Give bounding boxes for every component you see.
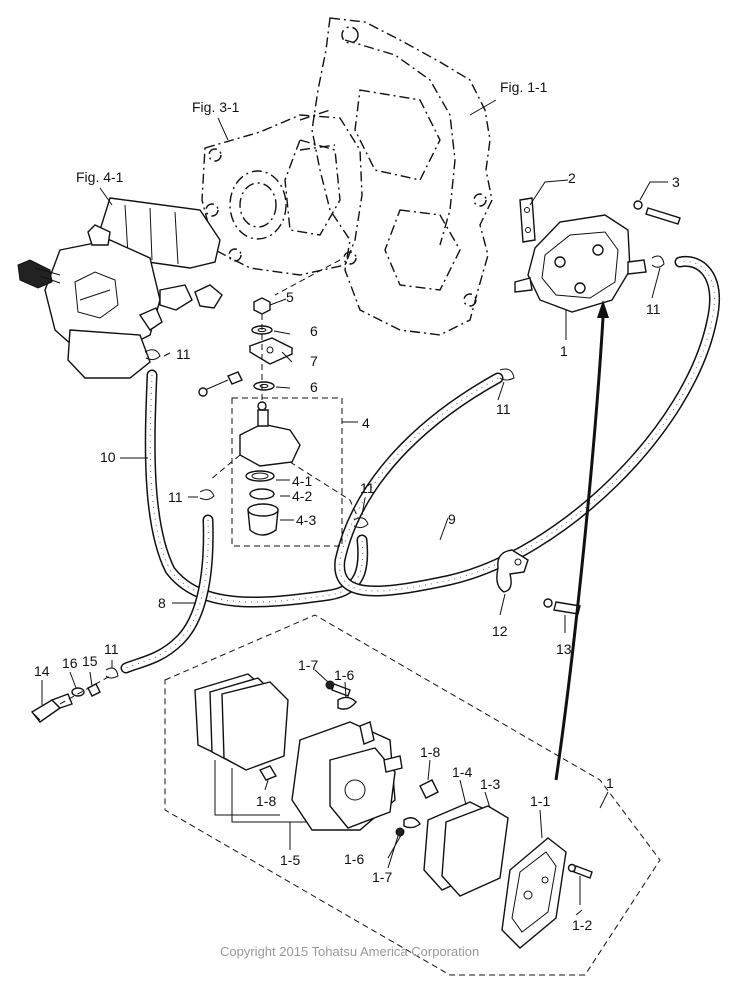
washer-6-lower	[253, 381, 275, 391]
nut-5	[253, 297, 271, 315]
callout-11-carb: 11	[176, 346, 191, 362]
callout-8: 8	[158, 595, 166, 611]
hose-clip-filter-in	[199, 489, 215, 501]
callout-4-1: 4-1	[292, 473, 312, 489]
callout-6-lower: 6	[310, 379, 318, 395]
callout-10: 10	[100, 449, 116, 465]
engine-block-ghost	[299, 17, 493, 336]
filter-inlet-dash	[209, 454, 241, 481]
callout-11-filter-out: 11	[360, 480, 375, 496]
fig-4-1-ref: Fig. 4-1	[76, 169, 124, 185]
callout-2: 2	[568, 170, 576, 186]
callout-4-3: 4-3	[296, 512, 316, 528]
pump-diaphragm-1-3	[441, 805, 509, 897]
hose-clip-carb	[144, 349, 161, 361]
fuel-connector-14	[30, 693, 73, 723]
callout-1-3: 1-3	[480, 776, 500, 792]
pump-bolt-3	[633, 200, 681, 225]
fig-1-1-ref: Fig. 1-1	[500, 79, 548, 95]
intake-manifold-ghost	[201, 114, 363, 276]
copyright-text: Copyright 2015 Tohatsu America Corporati…	[220, 944, 479, 959]
pump-pointer-line	[554, 317, 605, 781]
pump-screw-1-2	[567, 863, 593, 879]
hose-clamp-12	[496, 549, 529, 593]
hose-8	[120, 514, 214, 674]
callout-4-2: 4-2	[292, 488, 312, 504]
fig-3-1-leader	[217, 117, 229, 141]
filter-group-box	[231, 397, 343, 547]
callout-13: 13	[556, 641, 572, 657]
pump-exploded-box	[164, 614, 661, 976]
callout-1-5: 1-5	[280, 852, 300, 868]
callout-3: 3	[672, 174, 680, 190]
callout-7: 7	[310, 353, 318, 369]
filter-bracket-7	[198, 337, 294, 397]
callout-1-4: 1-4	[452, 764, 472, 780]
pump-valve-1-6-top	[337, 696, 357, 710]
callout-12: 12	[492, 623, 508, 639]
stack-group-line	[214, 760, 330, 823]
callout-1-7-top: 1-7	[298, 657, 318, 673]
callout-1-6-top: 1-6	[334, 667, 354, 683]
pump-bolt-1-7-top	[325, 680, 351, 697]
callout-1-exploded: 1	[606, 775, 614, 791]
callout-1-2: 1-2	[572, 917, 592, 933]
hose-clip-pump	[651, 255, 665, 268]
callout-11-filter-in: 11	[168, 489, 183, 505]
clamp-bolt-13	[543, 598, 581, 615]
pump-diaphragm-stack	[194, 673, 289, 771]
fig-3-1-ref: Fig. 3-1	[192, 99, 240, 115]
nut-1-8-right	[419, 779, 439, 799]
hose-clip-pump-in	[499, 368, 515, 381]
callout-14: 14	[34, 663, 50, 679]
pump-gasket-2	[519, 197, 536, 243]
callout-1-8-right: 1-8	[420, 744, 440, 760]
callout-11-connector: 11	[104, 641, 119, 657]
callout-6-upper: 6	[310, 323, 318, 339]
fuel-filter-assembly	[239, 401, 301, 536]
carburetor-assembly	[17, 197, 223, 379]
nut-15	[87, 683, 101, 697]
callout-15: 15	[82, 653, 98, 669]
hose-clip-filter-out	[353, 517, 369, 529]
fig-1-1-leader	[469, 99, 497, 116]
callout-11-pump-inlet: 11	[496, 401, 511, 417]
callout-5: 5	[286, 289, 294, 305]
fig-4-1-leader	[99, 187, 113, 206]
pump-cover-1-1	[501, 837, 567, 949]
callout-9: 9	[448, 511, 456, 527]
filter-mount-line	[274, 259, 341, 296]
callout-11-pump-outlet: 11	[646, 301, 661, 317]
pump-pointer-arrow	[597, 300, 609, 318]
callout-1-7-bottom: 1-7	[372, 869, 392, 885]
nut-1-8-left	[258, 765, 278, 781]
callout-1-pump: 1	[560, 343, 568, 359]
filter-outlet-dash	[289, 461, 359, 519]
hose-9	[334, 255, 720, 597]
callout-1-6-bottom: 1-6	[344, 851, 364, 867]
callout-1-1: 1-1	[530, 793, 550, 809]
washer-16	[71, 687, 85, 697]
callout-1-8-left: 1-8	[256, 793, 276, 809]
callout-4: 4	[362, 415, 370, 431]
callout-16: 16	[62, 655, 78, 671]
hose-clip-connector	[105, 667, 119, 679]
pump-valve-1-6-bottom	[403, 817, 421, 829]
leader-lines	[41, 179, 668, 916]
pump-body	[291, 721, 403, 831]
fuel-pump-assembled	[514, 214, 647, 313]
